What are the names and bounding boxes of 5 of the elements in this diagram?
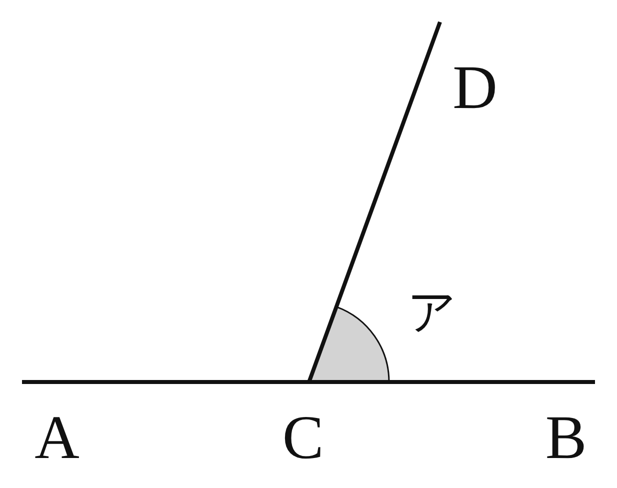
point-label: A	[34, 407, 80, 469]
point-label: B	[545, 407, 587, 469]
point-label: D	[452, 57, 498, 119]
point-label: C	[282, 407, 324, 469]
angle-label: ア	[408, 288, 456, 336]
